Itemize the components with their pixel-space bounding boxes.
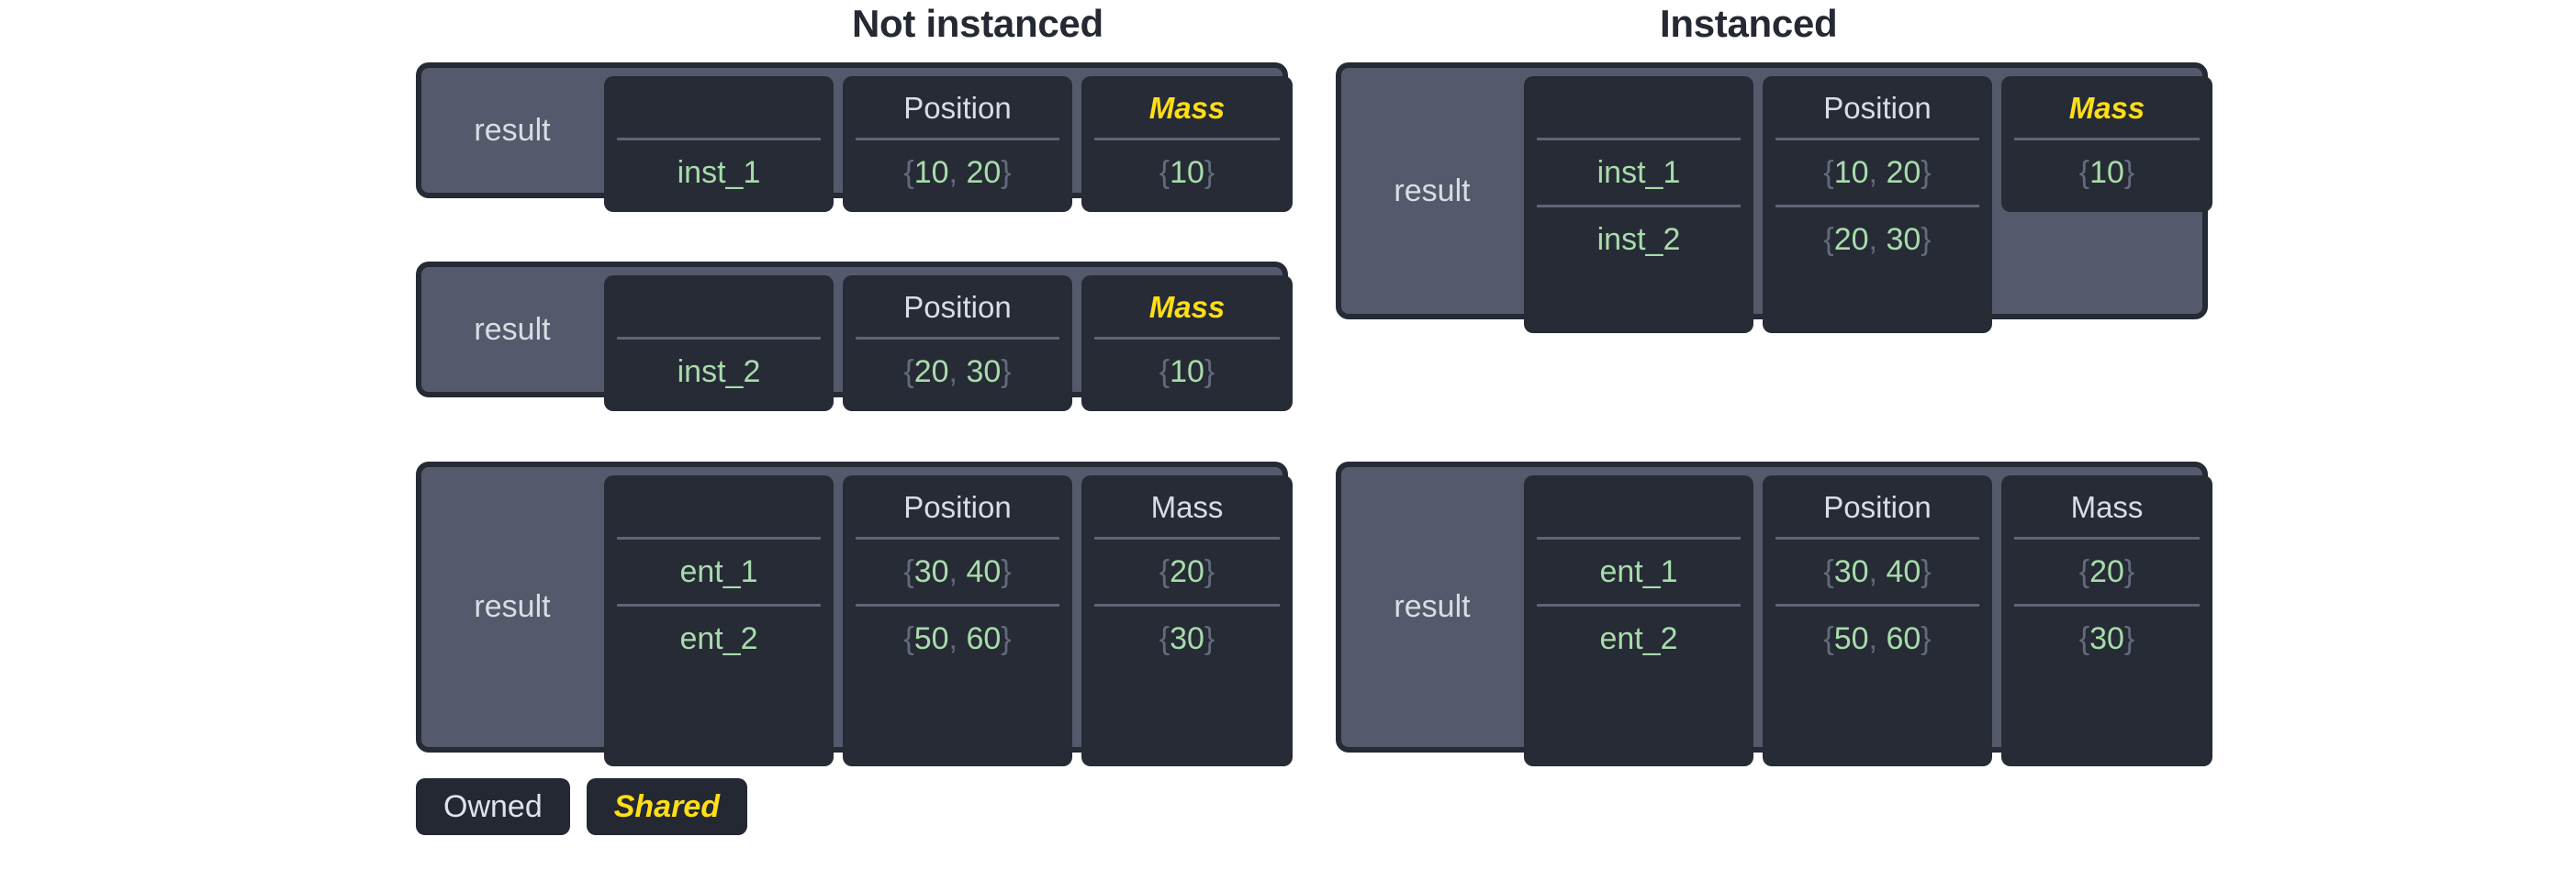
legend-chip-shared: Shared [586,778,747,835]
cell-mass-1: {10} [2014,138,2200,205]
column-header-mass: Mass [1148,91,1226,125]
cell-mass-1: {10} [1094,138,1280,205]
component-column-mass: Mass {10} [1081,76,1293,212]
cell-position-1: {30, 40} [856,537,1059,604]
page-title-instanced: Instanced [1660,2,1838,45]
column-header-id [617,275,821,337]
result-label: result [474,311,551,347]
component-column-position: Position {10, 20} [843,76,1072,212]
column-header-id [1537,475,1741,537]
legend: Owned Shared [416,778,747,835]
cell-mass-2: {30} [1094,604,1280,671]
component-column-mass: Mass {20}{30} [1081,475,1293,766]
column-header-position: Position [903,91,1012,125]
result-label: result [474,112,551,148]
cell-id-1: ent_1 [617,537,821,604]
result-card: result inst_2 Position {20, 30} Mass {10} [416,262,1293,411]
cell-id-2: ent_2 [1537,604,1741,671]
cell-position-1: {20, 30} [856,337,1059,404]
column-header-mass: Mass [1148,290,1226,324]
legend-chip-owned: Owned [416,778,570,835]
cell-position-2: {50, 60} [856,604,1059,671]
column-header-mass: Mass [2070,490,2144,524]
cell-id-2: ent_2 [617,604,821,671]
column-header-position: Position [1823,91,1932,125]
column-header-mass: Mass [1150,490,1224,524]
component-column-position: Position {30, 40}{50, 60} [1763,475,1992,766]
cell-position-1: {10, 20} [856,138,1059,205]
cell-position-2: {20, 30} [1775,205,1979,272]
result-label: result [1394,173,1471,208]
cell-position-1: {30, 40} [1775,537,1979,604]
column-header-position: Position [903,290,1012,324]
cell-id-1: ent_1 [1537,537,1741,604]
cell-mass-1: {20} [1094,537,1280,604]
component-column-id: inst_1 [604,76,834,212]
result-card: result inst_1 Position {10, 20} Mass {10} [416,62,1293,212]
cell-id-2: inst_2 [1537,205,1741,272]
component-column-mass: Mass {10} [1081,275,1293,411]
column-header-id [617,76,821,138]
cell-id-1: inst_1 [617,138,821,205]
cell-mass-1: {20} [2014,537,2200,604]
cell-position-2: {50, 60} [1775,604,1979,671]
column-header-id [617,475,821,537]
page-title-not-instanced: Not instanced [852,2,1103,45]
column-header-mass: Mass [2068,91,2145,125]
column-header-id [1537,76,1741,138]
cell-id-1: inst_1 [1537,138,1741,205]
component-column-position: Position {30, 40}{50, 60} [843,475,1072,766]
cell-id-1: inst_2 [617,337,821,404]
component-column-mass: Mass {20}{30} [2001,475,2212,766]
cell-position-1: {10, 20} [1775,138,1979,205]
column-header-position: Position [903,490,1012,524]
component-column-id: inst_2 [604,275,834,411]
cell-mass-2: {30} [2014,604,2200,671]
cell-mass-1: {10} [1094,337,1280,404]
component-column-mass: Mass {10} [2001,76,2212,212]
component-column-position: Position {20, 30} [843,275,1072,411]
result-label: result [474,589,551,624]
component-column-position: Position {10, 20}{20, 30} [1763,76,1992,333]
column-header-position: Position [1823,490,1932,524]
result-label: result [1394,589,1471,624]
